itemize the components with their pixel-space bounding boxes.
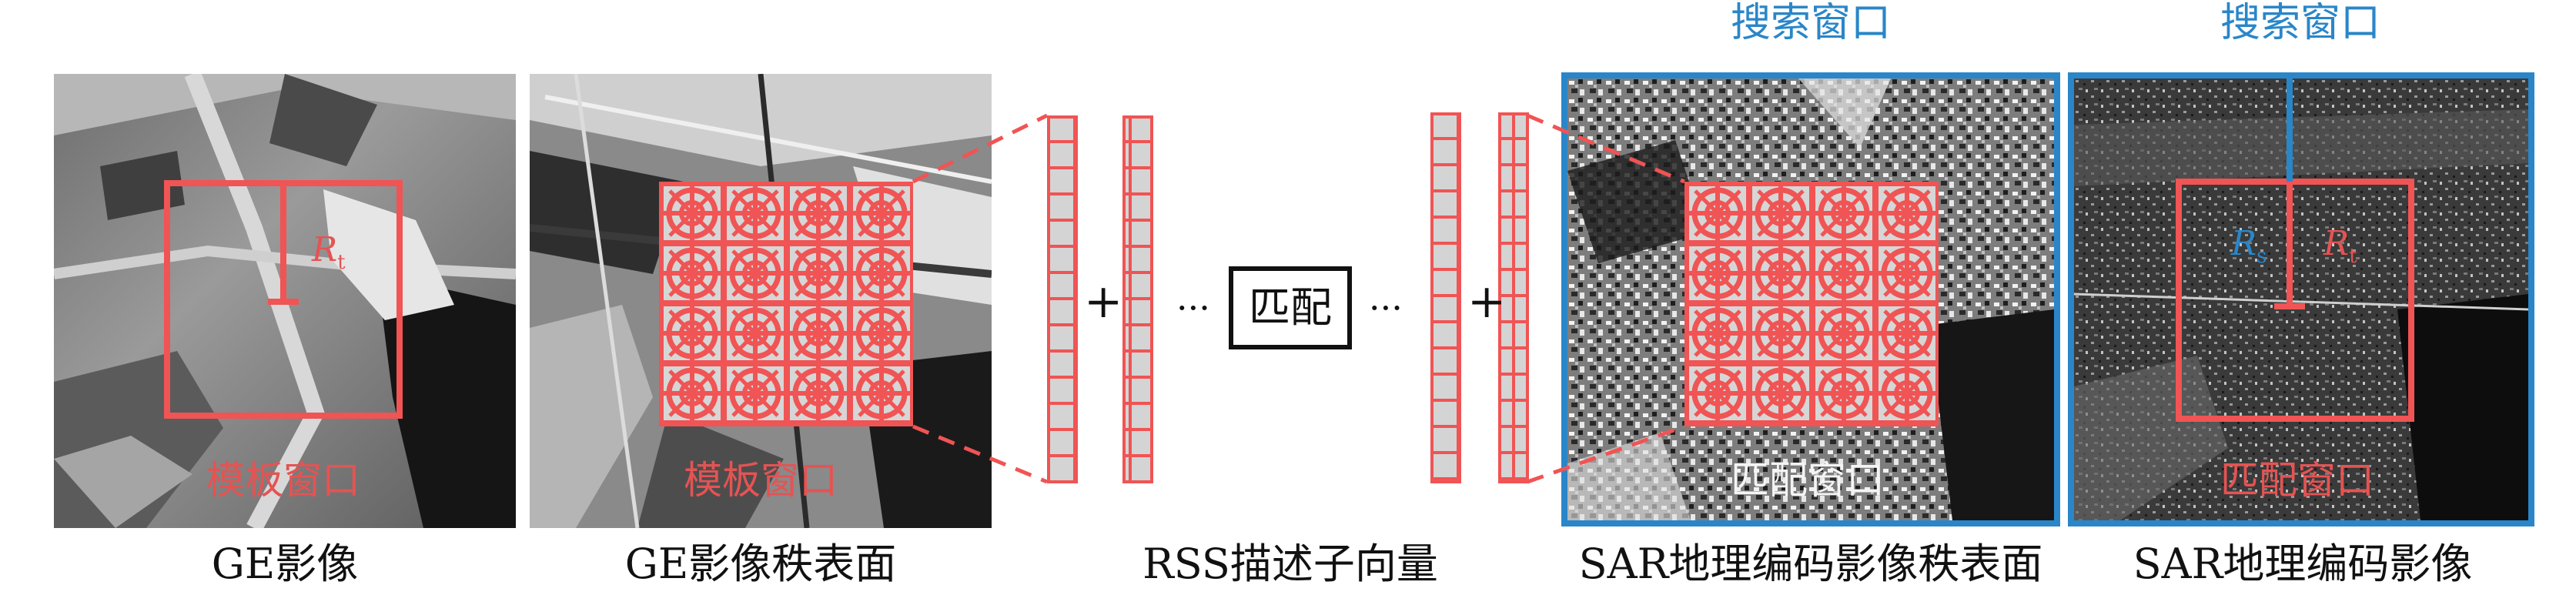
caption-sar-image: SAR地理编码影像 [2133, 540, 2473, 588]
r-t-subscript-sar: t [2349, 245, 2357, 268]
r-s-label-sar: Rs [2231, 225, 2267, 276]
ellipsis-left: ··· [1176, 287, 1210, 329]
caption-rss-vector: RSS描述子向量 [1142, 540, 1438, 588]
plus-sign-left: + [1084, 275, 1123, 329]
template-window-label-ge: 模板窗口 [206, 458, 360, 503]
plus-sign-right: + [1467, 275, 1507, 329]
caption-ge-surface: GE影像秩表面 [624, 540, 897, 588]
sar-image-panel [2068, 72, 2534, 526]
match-window-label-sar: 匹配窗口 [2220, 458, 2374, 503]
r-t-letter: R [312, 230, 338, 269]
search-window-title-sar-surface: 搜索窗口 [1730, 0, 1891, 46]
r-t-letter-sar: R [2323, 224, 2350, 263]
r-t-label-ge: Rt [312, 231, 346, 282]
rss-vector-right [1430, 112, 1529, 483]
sar-image-texture [2074, 79, 2528, 520]
r-s-subscript: s [2257, 245, 2267, 268]
search-window-title-sar: 搜索窗口 [2220, 0, 2380, 46]
match-window-label-sar-surface: 匹配窗口 [1731, 458, 1885, 503]
ellipsis-right: ··· [1369, 287, 1403, 329]
r-s-letter: R [2231, 224, 2257, 263]
rss-vector-left [1047, 115, 1153, 483]
caption-ge-image: GE影像 [211, 540, 359, 588]
caption-sar-surface: SAR地理编码影像秩表面 [1578, 540, 2043, 588]
match-box: 匹配 [1229, 266, 1352, 349]
ge-descriptor-grid [659, 182, 913, 426]
r-t-label-sar: Rt [2323, 225, 2357, 276]
sar-descriptor-grid [1684, 182, 1939, 426]
r-t-subscript: t [337, 251, 346, 274]
match-window-box-sar [2176, 179, 2414, 422]
template-window-label-ge-surface: 模板窗口 [684, 458, 838, 503]
